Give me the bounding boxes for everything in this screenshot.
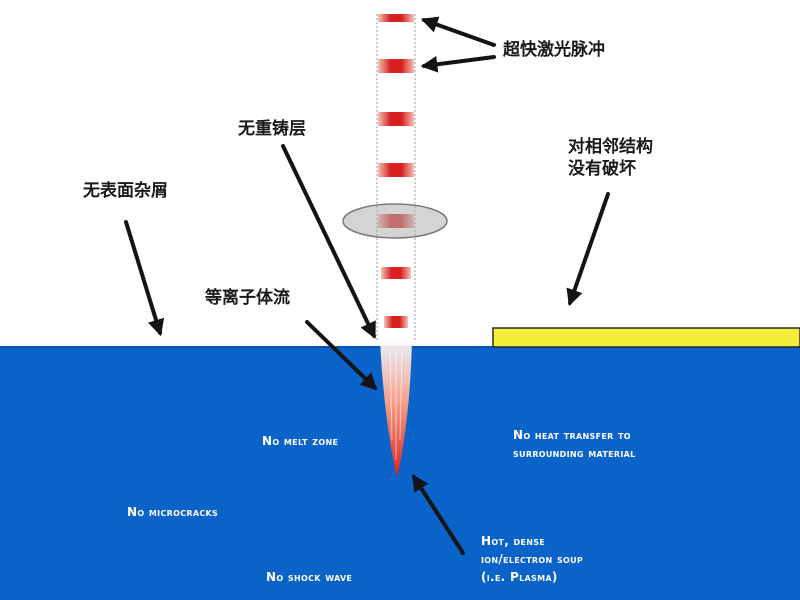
label-plasma-soup-line1: Hot, dense: [481, 534, 546, 548]
label-no-surface-debris: 无表面杂屑: [83, 181, 168, 201]
label-no-recast-layer: 无重铸层: [238, 119, 306, 139]
pulse-bar: [378, 14, 414, 22]
label-ultrafast-pulse: 超快激光脉冲: [503, 40, 605, 60]
label-no-damage-line2: 没有破坏: [568, 159, 636, 179]
pulse-bar: [378, 163, 414, 177]
label-no-heat-line1: No heat transfer to: [513, 428, 631, 442]
arrow-damage: [566, 192, 610, 307]
label-no-melt-zone: No melt zone: [262, 434, 339, 448]
arrow-pulse-1: [420, 16, 496, 47]
label-no-microcracks: No microcracks: [127, 505, 219, 519]
label-plasma-soup-line2: ion/electron soup: [481, 552, 584, 566]
label-no-shock-wave: No shock wave: [266, 570, 353, 584]
arrow-debris: [124, 220, 165, 337]
pulse-bar: [378, 59, 414, 73]
arrow-soup: [412, 474, 465, 555]
laser-beam: [376, 14, 416, 342]
pulse-bar: [384, 316, 408, 328]
arrow-recast: [281, 144, 376, 340]
arrow-pulse-2: [420, 55, 496, 73]
adjacent-structure: [492, 327, 800, 348]
pulse-bar: [378, 112, 414, 126]
label-no-heat-line2: surrounding material: [513, 446, 636, 460]
plasma-streaks: [389, 349, 403, 460]
focal-ring: [342, 203, 448, 239]
arrow-plasma: [305, 320, 378, 391]
label-plasma-soup-line3: (i.e. Plasma): [481, 570, 558, 584]
pulse-bars: [378, 14, 414, 328]
label-no-damage-line1: 对相邻结构: [568, 137, 653, 157]
label-plasma-flow: 等离子体流: [205, 288, 290, 308]
pulse-bar: [381, 267, 411, 279]
